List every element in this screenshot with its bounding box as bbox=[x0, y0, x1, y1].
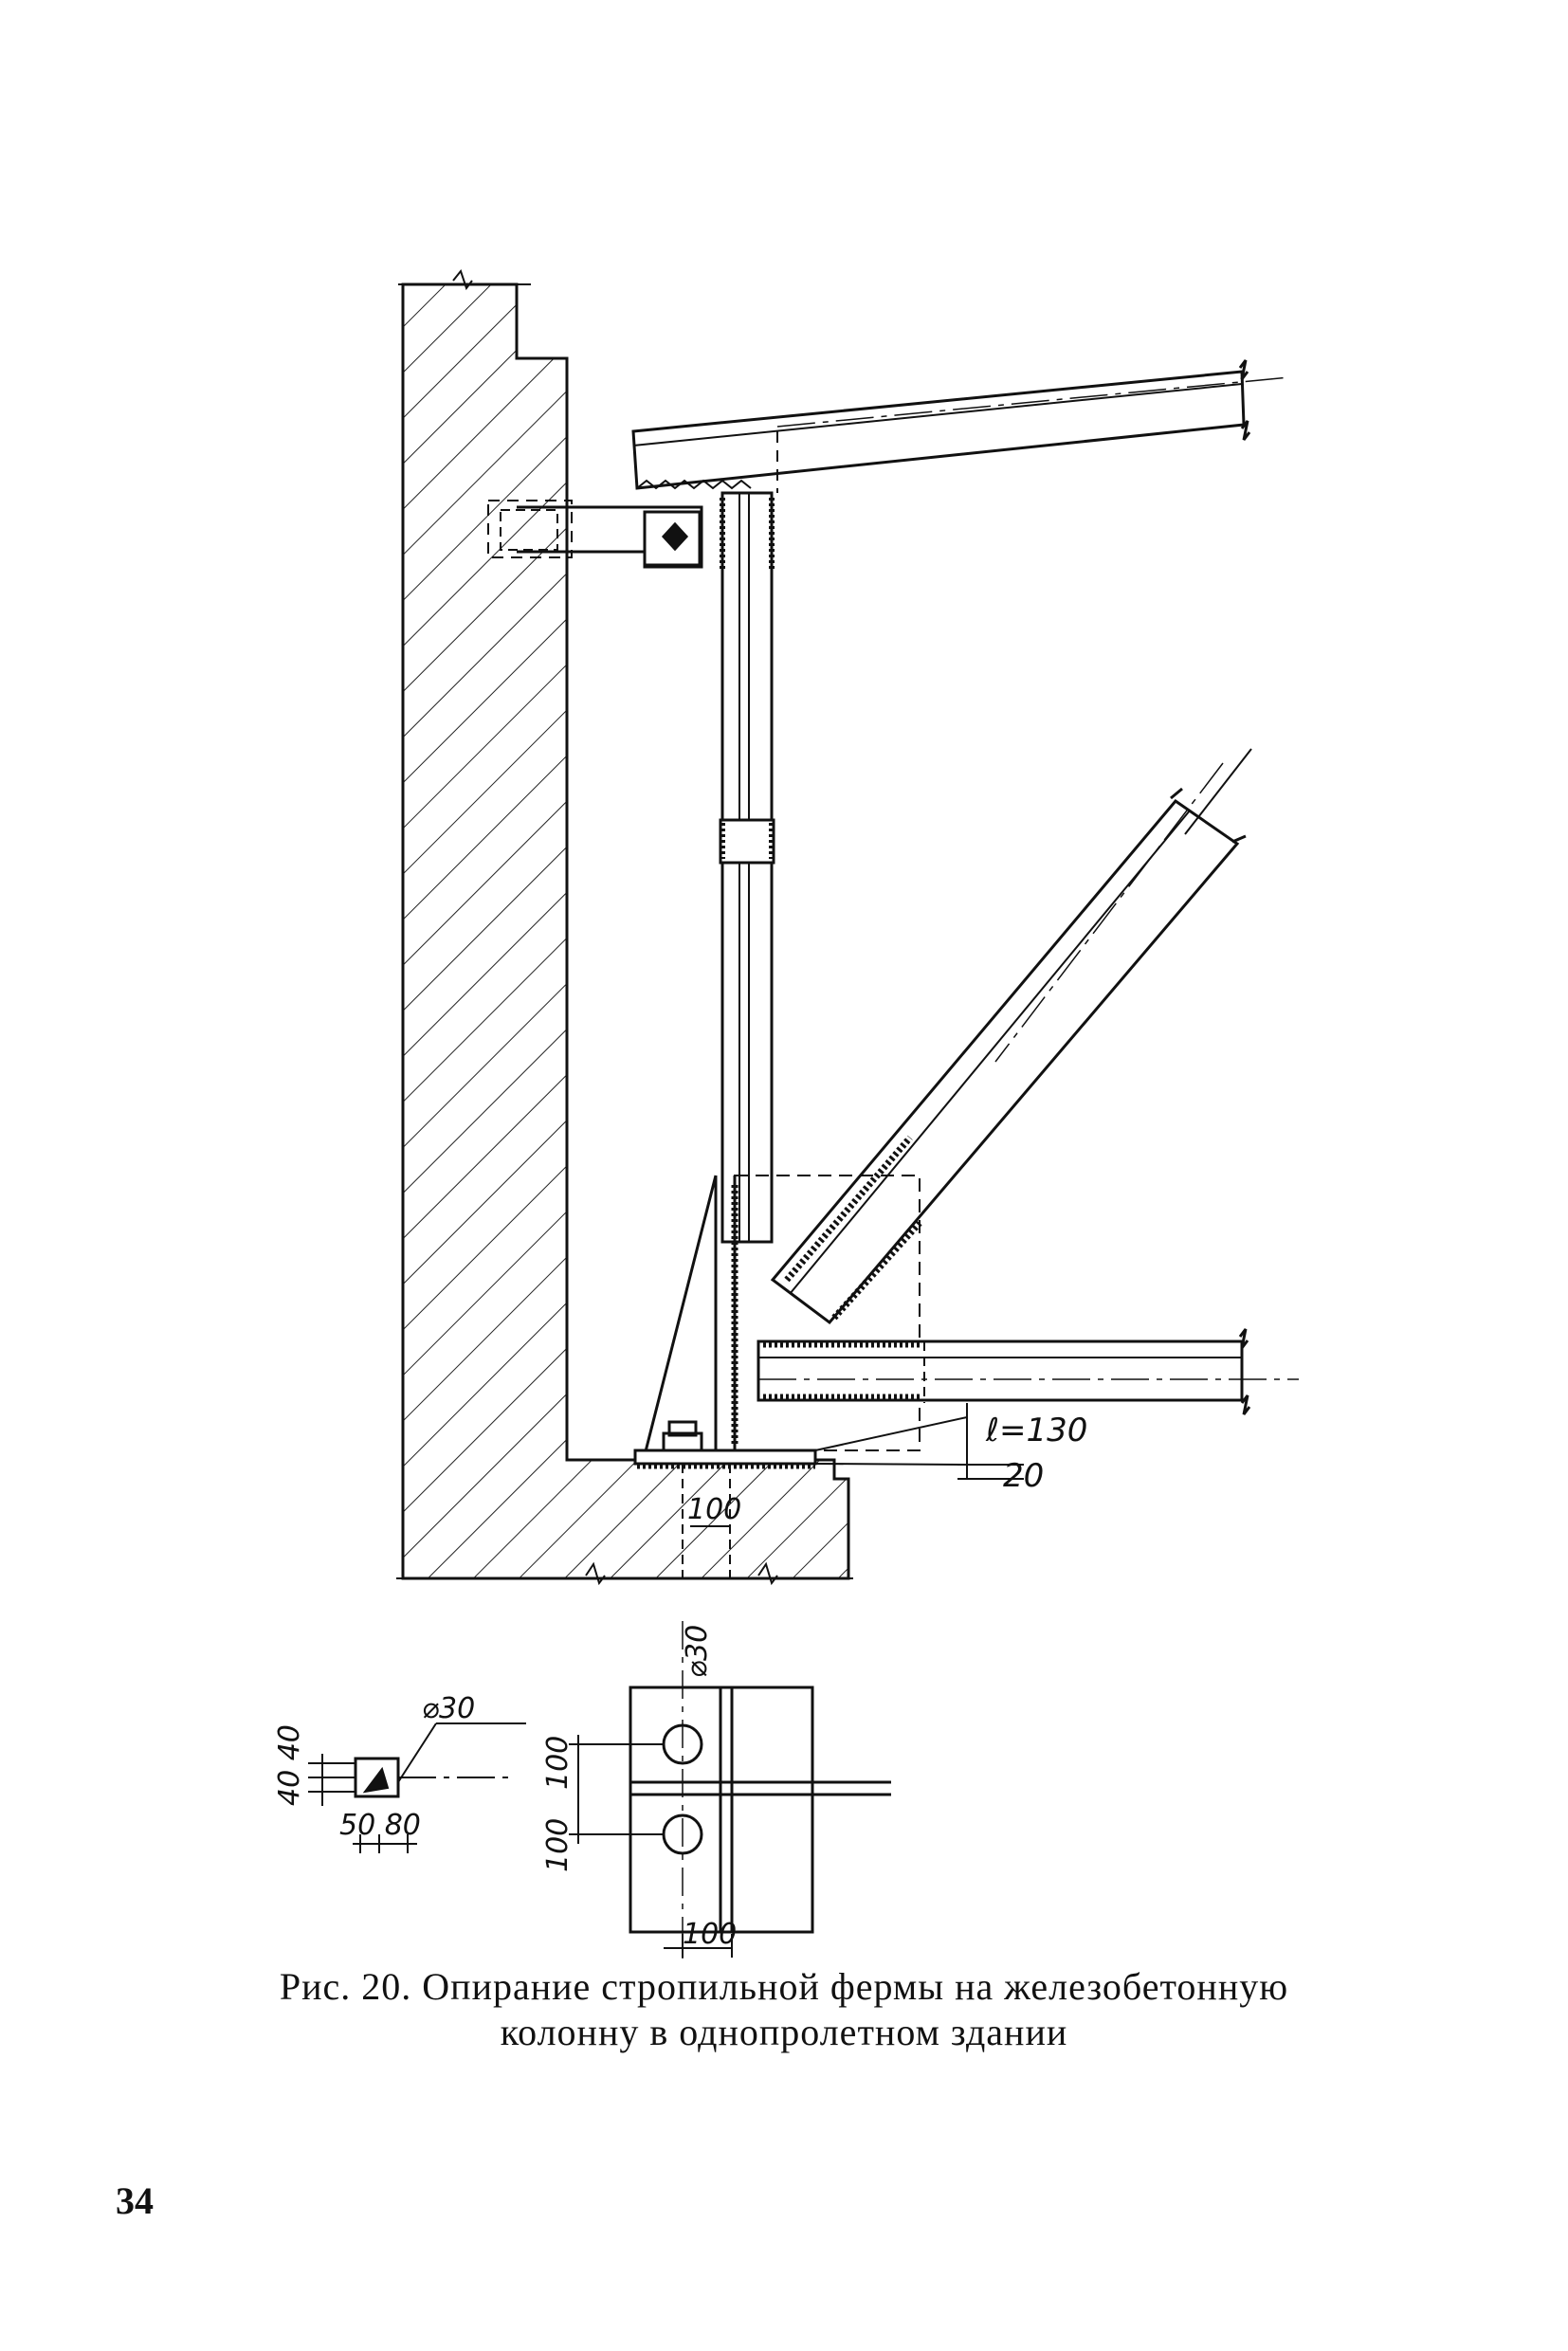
small-plate-vertical-label: 40 40 bbox=[273, 1724, 306, 1806]
reinforced-concrete-column bbox=[396, 268, 853, 1586]
figure-caption-line1: Рис. 20. Опирание стропильной фермы на ж… bbox=[279, 1965, 1289, 2008]
large-plate-lower-label: 100 bbox=[541, 1818, 574, 1872]
lower-chord bbox=[757, 1328, 1299, 1415]
large-plate-bottom-label: 100 bbox=[683, 1918, 737, 1951]
small-plate-horizontal-label: 50 80 bbox=[339, 1809, 421, 1842]
anchor-offset-label: 100 bbox=[687, 1493, 741, 1526]
small-anchor-detail bbox=[308, 1722, 526, 1853]
support-dimension bbox=[690, 1403, 1024, 1527]
vertical-post bbox=[719, 491, 775, 1244]
wall-bracket bbox=[487, 500, 703, 569]
page-number: 34 bbox=[116, 2179, 154, 2222]
large-plate-upper-label: 100 bbox=[541, 1736, 574, 1790]
small-hole-diameter-label: ⌀30 bbox=[422, 1692, 475, 1725]
upper-top-chord bbox=[631, 359, 1290, 493]
base-plate bbox=[633, 1416, 968, 1578]
support-length-label: ℓ=130 bbox=[985, 1412, 1087, 1449]
large-base-plate-detail bbox=[569, 1621, 891, 1962]
large-plate-hole-label: ⌀30 bbox=[681, 1625, 714, 1678]
figure-caption-line2: колонну в однопролетном здании bbox=[500, 2011, 1068, 2053]
diagonal-brace bbox=[770, 748, 1252, 1325]
support-offset-label: 20 bbox=[1003, 1457, 1044, 1495]
